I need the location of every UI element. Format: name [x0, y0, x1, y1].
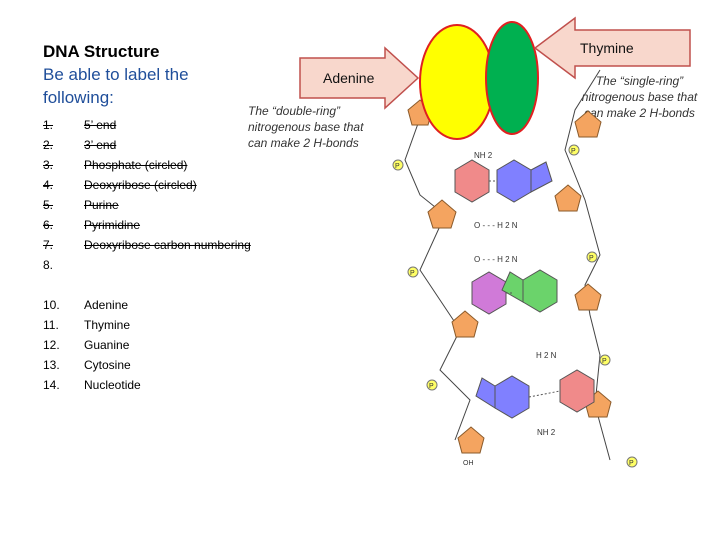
list-item-number: 7. [43, 238, 54, 252]
phosphate-4 [568, 144, 580, 156]
list-item-number: 3. [43, 158, 54, 172]
base-green-2 [522, 269, 558, 313]
p-label-6: P [602, 358, 607, 365]
slide-subtitle-line2: following: [43, 88, 114, 107]
adenine-label: Adenine [323, 70, 375, 86]
yellow-oval [419, 24, 495, 140]
base-pair-2 [471, 269, 558, 315]
slide-title-block: DNA Structure Be able to label the follo… [43, 40, 189, 109]
sugar-4 [457, 426, 485, 454]
phosphate-group [392, 144, 638, 468]
base-blue-1b [530, 161, 553, 193]
list-item-number: 4. [43, 178, 54, 192]
list-item-text: 5’ end [84, 118, 117, 132]
list-item-number: 8. [43, 258, 54, 272]
phosphate-5 [586, 251, 598, 263]
h2n-low-label: H 2 N [536, 351, 557, 360]
sugar-group [407, 99, 612, 454]
p-label-3: P [429, 383, 434, 390]
sugar-7 [574, 283, 602, 311]
list-item-text: Cytosine [84, 358, 131, 372]
sugar-6 [554, 184, 582, 212]
p-label-5: P [589, 255, 594, 262]
list-item-text: Pyrimidine [84, 218, 141, 232]
list-item-text: Adenine [84, 298, 129, 312]
thymine-arrow [533, 16, 691, 80]
list-item-number: 10. [43, 298, 60, 312]
p-label-1: P [395, 163, 400, 170]
phosphate-7 [626, 456, 638, 468]
o-h2n-label: O - - - H 2 N [474, 221, 518, 230]
base-purple-2 [471, 271, 507, 315]
base-blue-3b [475, 377, 496, 409]
list-item-text: 3’ end [84, 138, 117, 152]
double-ring-note: The “double-ring” nitrogenous base that … [248, 104, 364, 150]
o-h2n-mid-label: O - - - H 2 N [474, 255, 518, 264]
sugar-3 [451, 310, 479, 338]
base-pink-3 [559, 369, 595, 413]
nh2-bottom-label: NH 2 [537, 428, 556, 437]
list-item-number: 1. [43, 118, 54, 132]
list-item-text: Thymine [84, 318, 131, 332]
list-item-text: Deoxyribose carbon numbering [84, 238, 251, 252]
base-pair-3 [475, 369, 595, 419]
base-green-2b [501, 271, 524, 303]
list-item-text: Deoxyribose (circled) [84, 178, 197, 192]
phosphate-6 [599, 354, 611, 366]
list-item-number: 13. [43, 358, 60, 372]
thymine-label: Thymine [580, 40, 634, 56]
green-oval [485, 21, 539, 135]
list-item-text: Nucleotide [84, 378, 141, 392]
sugar-5 [574, 110, 602, 138]
p-label-2: P [410, 270, 415, 277]
list-item-number: 12. [43, 338, 60, 352]
list-item-number: 6. [43, 218, 54, 232]
single-ring-note: The “single-ring” nitrogenous base that … [581, 74, 698, 120]
base-pair-1 [454, 159, 553, 203]
list-item-number: 5. [43, 198, 54, 212]
slide-title: DNA Structure [43, 42, 160, 61]
adenine-arrow [299, 46, 420, 110]
list-item-text: Phosphate (circled) [84, 158, 188, 172]
list-item-text: Purine [84, 198, 119, 212]
base-blue-1 [496, 159, 532, 203]
base-blue-3 [494, 375, 530, 419]
p-label-4: P [571, 148, 576, 155]
left-backbone [404, 69, 611, 461]
list-item-text: Guanine [84, 338, 130, 352]
list-item-number: 14. [43, 378, 60, 392]
nh2-top-label: NH 2 [474, 151, 493, 160]
phosphate-1 [392, 159, 404, 171]
phosphate-2 [407, 266, 419, 278]
oh-label: OH [463, 460, 474, 467]
base-pink-1 [454, 159, 490, 203]
slide-subtitle-line1: Be able to label the [43, 65, 189, 84]
sugar-2 [427, 199, 457, 229]
phosphate-3 [426, 379, 438, 391]
list-item-number: 2. [43, 138, 54, 152]
list-item-number: 11. [43, 318, 59, 332]
p-label-7: P [629, 460, 634, 467]
